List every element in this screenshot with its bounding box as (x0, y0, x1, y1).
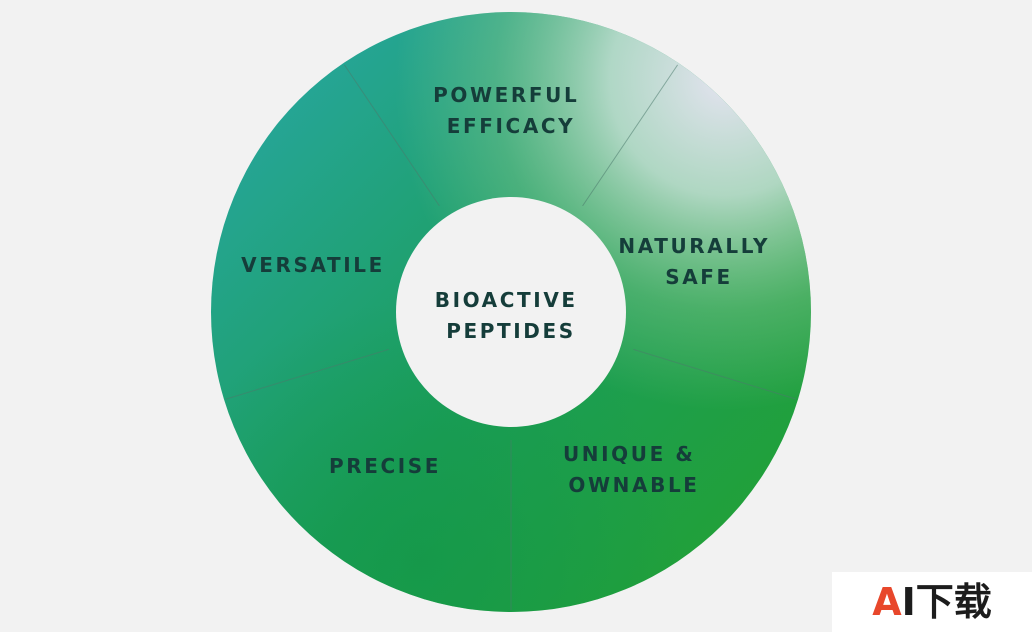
site-watermark: AI下载 (832, 572, 1032, 632)
segment-naturally-safe-line-1: NATURALLY (618, 234, 770, 258)
segment-divider-4 (225, 348, 389, 400)
segment-powerful-efficacy-line-1: POWERFUL (433, 83, 579, 107)
watermark-letter: A (872, 580, 902, 624)
center-hub (396, 197, 626, 427)
center-label-line-2: PEPTIDES (446, 319, 576, 343)
center-label: BIOACTIVE PEPTIDES (435, 288, 588, 343)
center-label-line-1: BIOACTIVE (435, 288, 578, 312)
segment-versatile: VERSATILE (241, 253, 385, 277)
segment-divider-1 (582, 64, 679, 207)
watermark-logo: AI下载 (872, 583, 992, 621)
segment-dividers (225, 64, 797, 610)
segment-unique-ownable: UNIQUE & OWNABLE (563, 442, 705, 497)
segment-powerful-efficacy: POWERFUL EFFICACY (433, 83, 589, 138)
segment-divider-2 (633, 348, 797, 400)
segment-precise: PRECISE (329, 454, 441, 478)
watermark-text: I下载 (901, 580, 992, 624)
segment-unique-ownable-line-1: UNIQUE & (563, 442, 696, 466)
segment-unique-ownable-line-2: OWNABLE (568, 473, 699, 497)
segment-powerful-efficacy-line-2: EFFICACY (447, 114, 576, 138)
segment-naturally-safe-line-2: SAFE (665, 265, 733, 289)
segment-divider-5 (343, 64, 440, 207)
segment-naturally-safe: NATURALLY SAFE (618, 234, 779, 289)
segment-versatile-line-1: VERSATILE (241, 253, 385, 277)
segment-precise-line-1: PRECISE (329, 454, 441, 478)
